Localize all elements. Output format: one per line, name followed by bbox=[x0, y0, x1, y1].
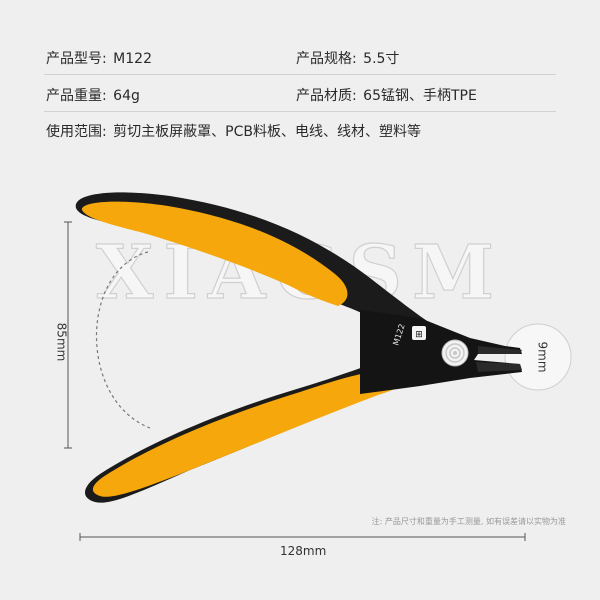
pliers-head bbox=[360, 310, 522, 394]
pivot-spring-ring bbox=[445, 343, 465, 363]
brand-logo bbox=[412, 326, 426, 340]
product-stage: XIAGSM ⊞ M122 85mm 12 bbox=[0, 150, 600, 600]
measurement-note: 注: 产品尺寸和重量为手工测量, 如有误差请以实物为准 bbox=[371, 517, 566, 526]
jaw-lower bbox=[476, 362, 522, 372]
spec-material: 产品材质: 65锰钢、手柄TPE bbox=[296, 85, 477, 105]
height-dimension-label: 85mm bbox=[54, 322, 69, 362]
spec-usage-value: 剪切主板屏蔽罩、PCB料板、电线、线材、塑料等 bbox=[113, 124, 421, 140]
width-dimension-label: 128mm bbox=[280, 544, 327, 558]
spec-material-label: 产品材质: bbox=[296, 88, 357, 104]
spec-size-label: 产品规格: bbox=[296, 51, 357, 67]
spec-weight-label: 产品重量: bbox=[46, 88, 107, 104]
spec-material-value: 65锰钢、手柄TPE bbox=[363, 88, 477, 104]
upper-handle-grip bbox=[81, 201, 348, 306]
spec-usage: 使用范围: 剪切主板屏蔽罩、PCB料板、电线、线材、塑料等 bbox=[46, 121, 421, 141]
brand-logo-glyph: ⊞ bbox=[415, 330, 423, 340]
spec-weight: 产品重量: 64g bbox=[46, 85, 140, 105]
pliers-illustration: XIAGSM ⊞ M122 bbox=[64, 192, 572, 541]
pivot-spring-ring bbox=[449, 347, 461, 359]
spec-weight-value: 64g bbox=[113, 88, 140, 104]
lower-handle-grip bbox=[92, 366, 432, 497]
spec-model: 产品型号: M122 bbox=[46, 48, 152, 68]
spec-usage-label: 使用范围: bbox=[46, 124, 107, 140]
divider bbox=[44, 74, 556, 75]
spec-row-3: 使用范围: 剪切主板屏蔽罩、PCB料板、电线、线材、塑料等 bbox=[0, 115, 600, 148]
pivot-spring-core bbox=[453, 351, 457, 355]
spec-row-2: 产品重量: 64g 产品材质: 65锰钢、手柄TPE bbox=[0, 79, 600, 112]
spec-model-label: 产品型号: bbox=[46, 51, 107, 67]
spec-row-1: 产品型号: M122 产品规格: 5.5寸 bbox=[0, 42, 600, 75]
divider bbox=[44, 111, 556, 112]
spec-size-value: 5.5寸 bbox=[363, 51, 400, 67]
jaw-dimension-label: 9mm bbox=[535, 341, 550, 373]
jaw-upper bbox=[478, 346, 522, 354]
jaw-detail-circle bbox=[504, 323, 572, 391]
spec-size: 产品规格: 5.5寸 bbox=[296, 48, 399, 68]
spec-model-value: M122 bbox=[113, 51, 152, 67]
spring-arc bbox=[96, 251, 151, 429]
